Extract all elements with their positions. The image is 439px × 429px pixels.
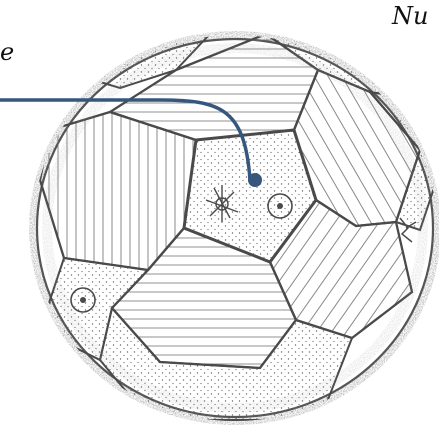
label-left: e (0, 38, 14, 66)
center-small-organelle-dot (277, 203, 283, 209)
pointer-dot-icon (248, 173, 262, 187)
label-top-right: Nu (391, 2, 428, 30)
left-small-organelle-dot (80, 297, 86, 303)
